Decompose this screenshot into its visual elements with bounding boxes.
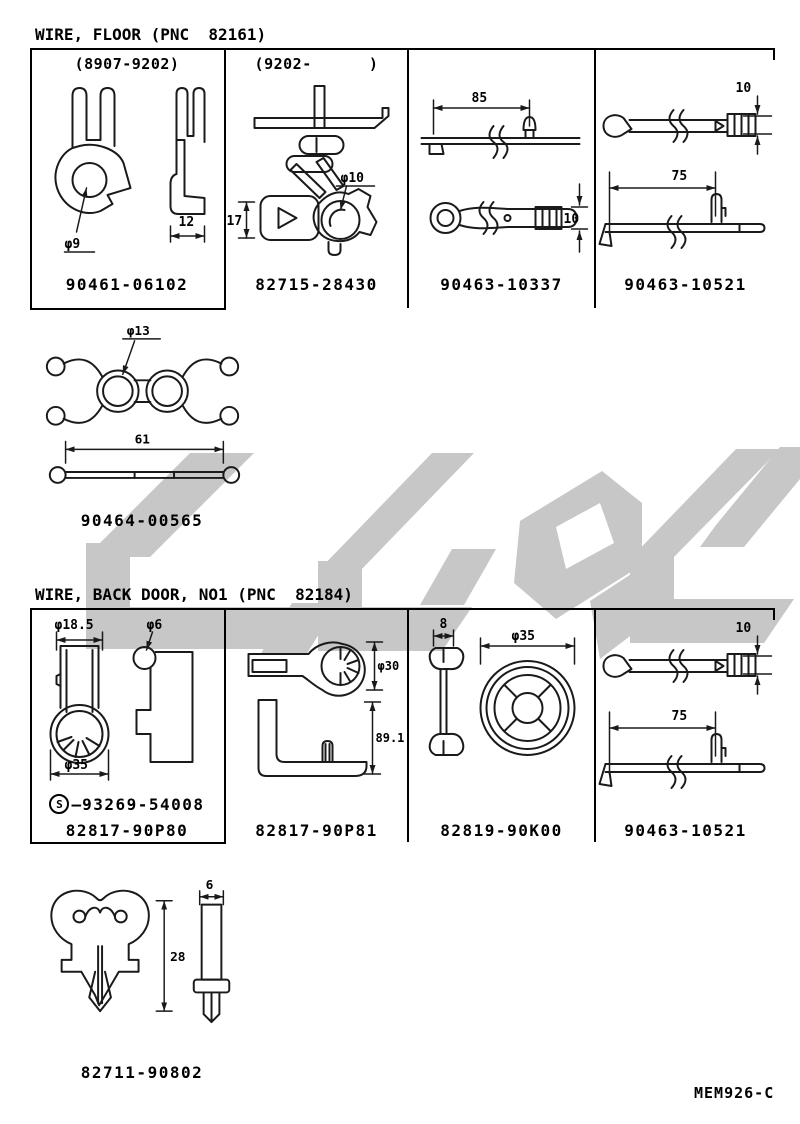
part-cell: (9202- ) 17 φ10 (226, 50, 407, 312)
dimension-label: 89.1 (375, 731, 404, 745)
sub-part-number: 93269-54008 (82, 794, 205, 814)
dimension-label: φ30 (377, 659, 399, 673)
drawing-90461-06102: φ9 12 (54, 87, 206, 253)
parts-table-wire-back-door: φ18.5 φ35 φ6 (30, 608, 775, 847)
part-number: 82819-90K00 (440, 821, 563, 840)
table-border (30, 610, 32, 842)
dimension-label: 10 (735, 81, 751, 96)
drawing-90463-10521: 10 75 (598, 621, 772, 789)
part-number: 90461-06102 (65, 275, 189, 294)
dimension-label: 6 (206, 878, 214, 893)
part-number: 90463-10521 (624, 275, 747, 294)
watermark-logo (86, 447, 800, 659)
dimension-label: 85 (471, 91, 487, 106)
table-divider (224, 50, 226, 308)
part-number: 82711-90802 (80, 1063, 204, 1082)
dimension-label: 28 (170, 950, 185, 965)
table-divider (594, 610, 596, 842)
dimension-label: 12 (179, 215, 195, 230)
dimension-label: φ10 (340, 171, 364, 186)
drawing-82711-90802: 28 6 (50, 878, 231, 1023)
part-cell: φ18.5 φ35 φ6 (30, 610, 224, 847)
table-border (30, 308, 226, 310)
part-number: 90463-10521 (624, 821, 747, 840)
document-code: MEM926-C (694, 1084, 775, 1102)
dimension-label: 8 (439, 617, 447, 632)
drawing-90463-10521: 10 75 (598, 81, 772, 249)
dimension-label: φ13 (127, 324, 150, 339)
dimension-label: 75 (671, 169, 687, 184)
table-border (773, 610, 775, 620)
parts-table-wire-floor: (8907-9202) φ9 12 90461-06102 (9202- ) (30, 48, 775, 312)
part-number: 82817-90P80 (65, 821, 189, 840)
part-cell: (8907-9202) φ9 12 90461-06102 (30, 50, 224, 312)
dimension-label: φ18.5 (55, 618, 94, 633)
part-block-90464: φ13 61 90464-00565 (36, 318, 248, 530)
dimension-label: φ6 (147, 618, 163, 633)
s-code-badge: S (49, 794, 70, 814)
section-title-wire-back-door: WIRE, BACK DOOR, NO1 (PNC 82184) (35, 585, 353, 604)
table-border (30, 50, 32, 308)
section-title-wire-floor: WIRE, FLOOR (PNC 82161) (35, 25, 267, 44)
dimension-label: φ35 (65, 758, 88, 773)
dimension-label: 10 (735, 621, 751, 636)
table-divider (407, 50, 409, 308)
dimension-label: 75 (671, 709, 687, 724)
part-cell: 8 φ35 (409, 610, 594, 847)
drawing-82819-90K00: 8 φ35 (428, 617, 575, 756)
part-number: 82715-28430 (255, 275, 378, 294)
leader-dash: — (71, 794, 82, 814)
variant-range-label: (8907-9202) (74, 55, 180, 73)
table-divider (594, 50, 596, 308)
part-number: 90464-00565 (80, 511, 204, 530)
table-divider (407, 610, 409, 842)
part-block-82711: 28 6 82711-90802 (36, 876, 248, 1082)
sub-part-row: S—93269-54008 (30, 794, 224, 814)
part-cell: φ30 89.1 82817-90P81 (226, 610, 407, 847)
table-divider (224, 610, 226, 842)
part-cell: 10 75 (596, 50, 775, 312)
drawing-90463-10337: 85 10 (420, 91, 588, 253)
dimension-label: 61 (135, 432, 151, 447)
dimension-label: 17 (226, 214, 242, 229)
drawing-82817-90P81: φ30 89.1 (247, 641, 404, 777)
drawing-82715-28430: 17 φ10 (226, 85, 389, 256)
part-cell: 85 10 90 (409, 50, 594, 312)
part-number: 90463-10337 (440, 275, 563, 294)
drawing-90464-00565: φ13 61 (45, 324, 241, 484)
variant-range-label: (9202- ) (254, 55, 379, 73)
dimension-label: φ9 (65, 237, 81, 252)
part-cell: 10 75 (596, 610, 775, 847)
dimension-label: φ35 (511, 629, 534, 644)
table-border (30, 842, 226, 844)
part-number: 82817-90P81 (255, 821, 378, 840)
drawing-82817-90P80: φ18.5 φ35 φ6 (49, 618, 194, 781)
table-border (773, 50, 775, 60)
dimension-label: 10 (563, 212, 579, 227)
